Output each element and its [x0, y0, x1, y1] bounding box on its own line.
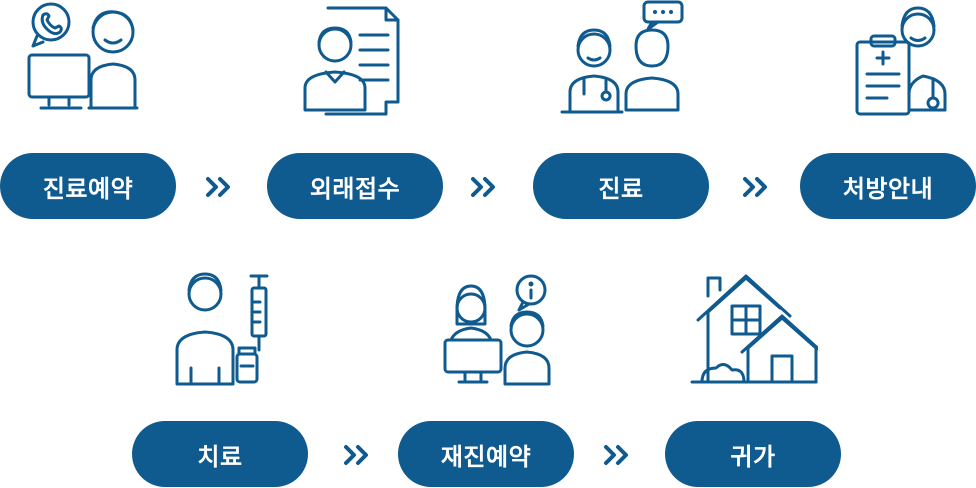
treatment-syringe-icon — [132, 266, 308, 386]
step-label: 진료 — [533, 153, 709, 219]
prescription-nurse-icon — [800, 0, 976, 120]
reception-document-icon — [267, 0, 443, 120]
chevron-double-right-icon — [598, 440, 638, 470]
revisit-reservation-icon — [398, 266, 574, 386]
step-label: 재진예약 — [398, 421, 574, 487]
phone-reservation-icon — [0, 0, 176, 120]
chevron-double-right-icon — [338, 440, 378, 470]
step-label: 처방안내 — [800, 153, 976, 219]
doctor-consultation-icon — [533, 0, 709, 120]
chevron-double-right-icon — [465, 172, 505, 202]
step-label: 치료 — [132, 421, 308, 487]
step-label: 진료예약 — [0, 153, 176, 219]
chevron-double-right-icon — [200, 172, 240, 202]
chevron-double-right-icon — [737, 172, 777, 202]
step-label: 외래접수 — [267, 153, 443, 219]
home-icon — [665, 266, 841, 386]
step-label: 귀가 — [665, 421, 841, 487]
